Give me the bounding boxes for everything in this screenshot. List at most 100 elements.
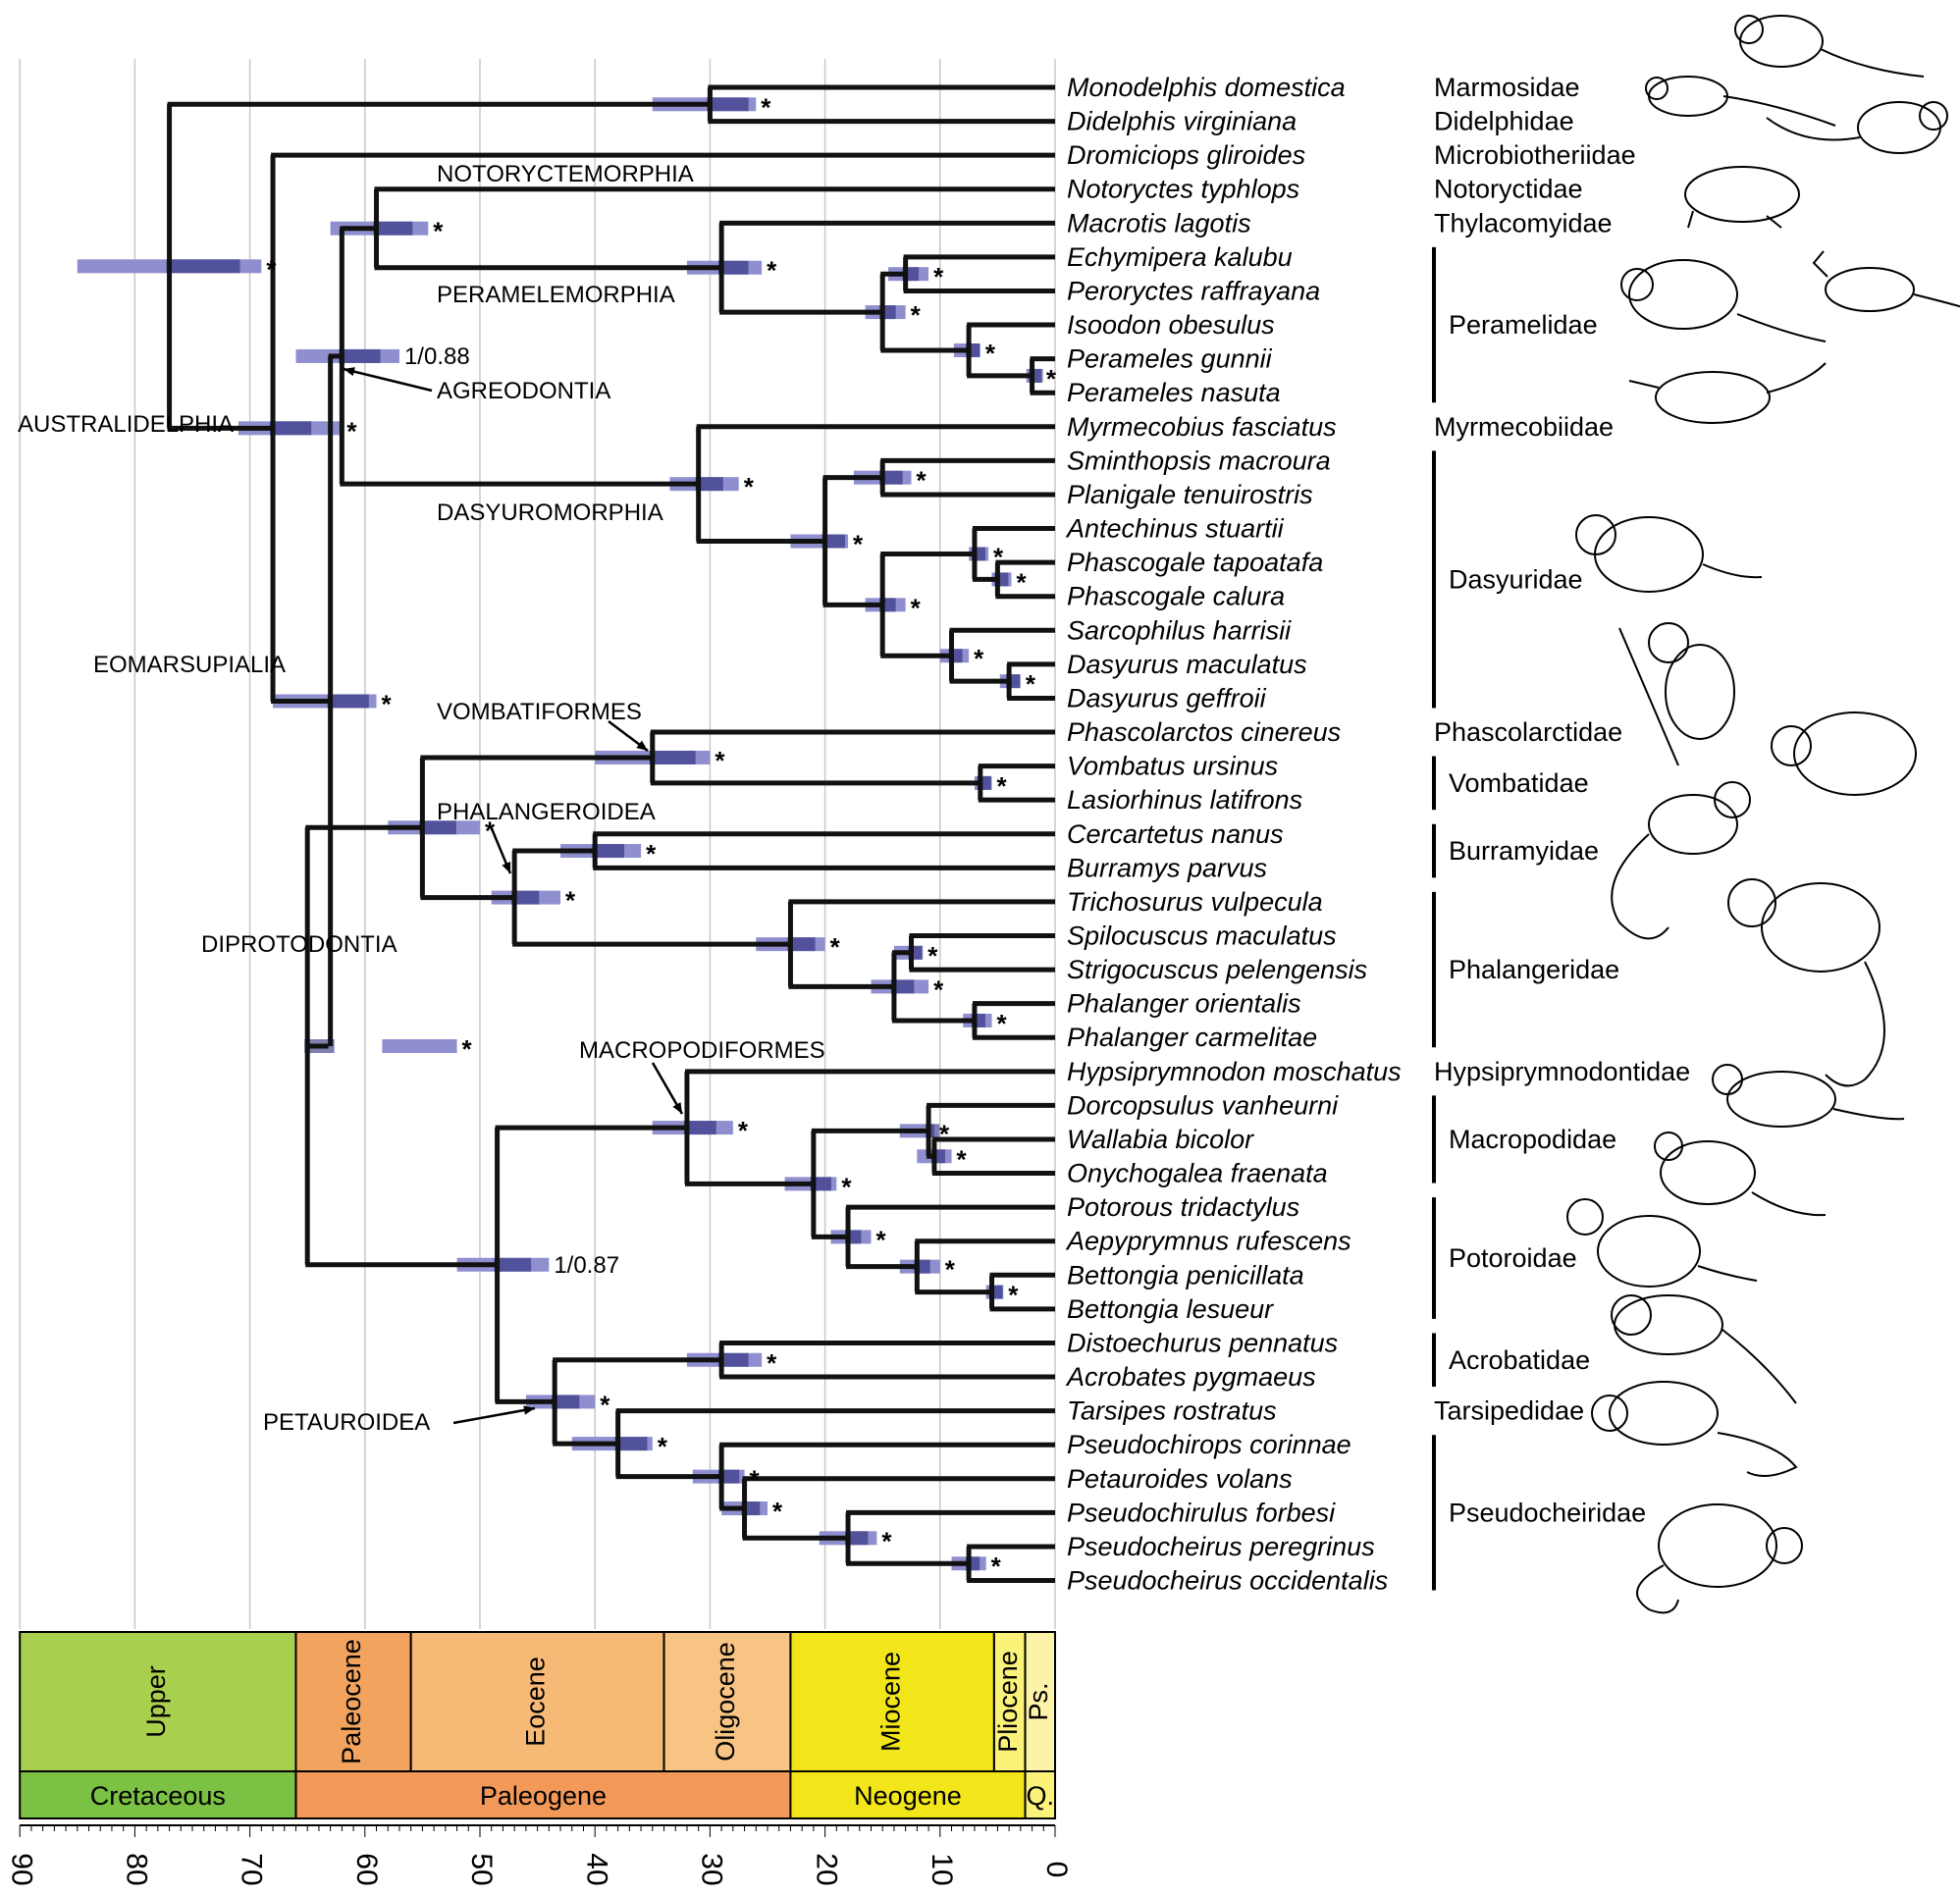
taxon-label: Strigocuscus pelengensis bbox=[1067, 955, 1367, 984]
taxon-label: Macrotis lagotis bbox=[1067, 208, 1251, 237]
taxon-label: Aepyprymnus rufescens bbox=[1065, 1227, 1351, 1256]
support-star: * bbox=[830, 932, 841, 962]
support-star: * bbox=[917, 466, 927, 496]
mole-drawing bbox=[1684, 166, 1800, 229]
taxon-label: Tarsipes rostratus bbox=[1067, 1396, 1277, 1426]
taxon-label: Hypsiprymnodon moschatus bbox=[1067, 1057, 1402, 1086]
honey-possum-drawing bbox=[1591, 1381, 1798, 1477]
didelphis-drawing bbox=[1766, 101, 1948, 154]
family-label: Peramelidae bbox=[1449, 310, 1598, 340]
taxon-label: Trichosurus vulpecula bbox=[1067, 887, 1323, 917]
age-interval-core bbox=[614, 1437, 648, 1451]
taxon-label: Wallabia bicolor bbox=[1067, 1125, 1254, 1154]
clade-label: PETAUROIDEA bbox=[263, 1409, 430, 1436]
taxon-label: Pseudocheirus peregrinus bbox=[1067, 1532, 1375, 1561]
support-star: * bbox=[974, 644, 984, 673]
pygmy-possum-drawing bbox=[1611, 781, 1751, 940]
numbat-drawing bbox=[1628, 362, 1827, 424]
clade-label: DASYUROMORPHIA bbox=[437, 500, 663, 526]
epoch-label: Eocene bbox=[521, 1657, 551, 1747]
support-star: * bbox=[1026, 669, 1036, 699]
clade-labels: NOTORYCTEMORPHIAPERAMELEMORPHIAAGREODONT… bbox=[18, 161, 825, 1436]
axis-tick-label: 50 bbox=[465, 1853, 498, 1885]
taxon-label: Spilocuscus maculatus bbox=[1067, 921, 1337, 951]
support-star: * bbox=[750, 1465, 761, 1495]
age-interval-core bbox=[890, 979, 915, 994]
support-value: 1/0.88 bbox=[404, 343, 470, 370]
axis-tick-label: 10 bbox=[926, 1853, 958, 1885]
support-star: * bbox=[957, 1144, 968, 1174]
age-interval-core bbox=[373, 221, 413, 236]
axis-tick-label: 90 bbox=[5, 1853, 37, 1885]
family-label: Didelphidae bbox=[1434, 107, 1574, 136]
bandicoot-drawing bbox=[1620, 259, 1827, 342]
age-interval-core bbox=[419, 820, 456, 835]
taxon-label: Cercartetus nanus bbox=[1067, 819, 1284, 849]
epoch-block bbox=[294, 1631, 412, 1772]
koala-drawing bbox=[1618, 622, 1735, 766]
clade-label: EOMARSUPIALIA bbox=[93, 652, 286, 678]
support-star: * bbox=[761, 92, 771, 122]
support-star: * bbox=[841, 1172, 852, 1201]
period-label: Cretaceous bbox=[90, 1781, 226, 1811]
age-interval-core bbox=[494, 1257, 532, 1272]
support-star: * bbox=[911, 593, 922, 622]
support-star: * bbox=[945, 1255, 956, 1285]
clade-label: AUSTRALIDELPHIA bbox=[18, 411, 234, 438]
period-label: Paleogene bbox=[480, 1781, 607, 1811]
age-interval-core bbox=[683, 1121, 716, 1135]
taxon-label: Pseudochirops corinnae bbox=[1067, 1430, 1351, 1459]
taxon-label: Echymipera kalubu bbox=[1067, 242, 1293, 272]
support-star: * bbox=[997, 771, 1008, 801]
age-interval-core bbox=[166, 259, 240, 274]
age-interval-core bbox=[879, 470, 903, 485]
taxon-label: Dasyurus maculatus bbox=[1067, 650, 1307, 679]
taxon-label: Phascolarctos cinereus bbox=[1067, 717, 1341, 747]
support-star: * bbox=[600, 1390, 610, 1419]
support-star: * bbox=[767, 1348, 777, 1378]
age-interval-core bbox=[339, 348, 381, 363]
age-interval-core bbox=[327, 694, 369, 709]
family-label: Thylacomyidae bbox=[1434, 208, 1613, 237]
support-star: * bbox=[875, 1225, 886, 1254]
support-marks: ***************1/0.88*******************… bbox=[266, 92, 1057, 1581]
taxon-label: Potorous tridactylus bbox=[1067, 1192, 1299, 1222]
support-star: * bbox=[266, 254, 277, 284]
taxon-label: Antechinus stuartii bbox=[1065, 514, 1285, 544]
clade-label: MACROPODIFORMES bbox=[579, 1037, 825, 1064]
epoch-block bbox=[19, 1631, 297, 1772]
taxon-label: Phascogale calura bbox=[1067, 582, 1285, 611]
support-star: * bbox=[462, 1034, 473, 1064]
support-star: * bbox=[993, 542, 1004, 571]
taxon-label: Burramys parvus bbox=[1067, 853, 1267, 882]
arrow-head bbox=[523, 1405, 535, 1415]
support-star: * bbox=[772, 1497, 783, 1526]
taxon-label: Dromiciops gliroides bbox=[1067, 140, 1305, 170]
age-interval-bar bbox=[382, 1039, 457, 1054]
tree-branches bbox=[167, 84, 1055, 1584]
axis-tick-label: 20 bbox=[811, 1853, 843, 1885]
taxon-label: Vombatus ursinus bbox=[1067, 752, 1278, 781]
age-interval-core bbox=[695, 477, 723, 492]
age-interval-core bbox=[270, 421, 312, 436]
arrow-head bbox=[502, 862, 511, 873]
support-star: * bbox=[933, 262, 944, 291]
family-labels: MarmosidaeDidelphidaeMicrobiotheriidaeNo… bbox=[1432, 73, 1690, 1591]
axis-tick-label: 80 bbox=[120, 1853, 152, 1885]
family-label: Phascolarctidae bbox=[1434, 717, 1622, 747]
animal-illustrations bbox=[1566, 15, 1960, 1614]
epoch-label: Paleocene bbox=[337, 1639, 366, 1764]
pointer-arrow bbox=[452, 1406, 536, 1425]
support-star: * bbox=[767, 256, 777, 286]
taxon-label: Peroryctes raffrayana bbox=[1067, 276, 1320, 305]
age-interval-core bbox=[718, 260, 749, 275]
potoroo-drawing bbox=[1566, 1198, 1758, 1288]
taxon-label: Phascogale tapoatafa bbox=[1067, 548, 1323, 577]
arrow-head bbox=[344, 367, 355, 377]
family-label: Marmosidae bbox=[1434, 73, 1580, 102]
family-label: Burramyidae bbox=[1449, 836, 1599, 866]
support-star: * bbox=[565, 886, 576, 916]
taxon-label: Bettongia penicillata bbox=[1067, 1260, 1304, 1290]
